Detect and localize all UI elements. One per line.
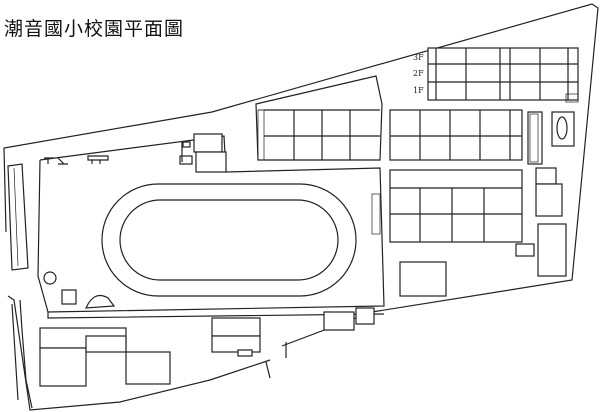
campus-boundary <box>3 3 599 411</box>
stairs <box>257 93 579 235</box>
floor-label-1f: 1F <box>413 86 424 95</box>
floor-label-3f: 3F <box>413 53 424 62</box>
sports-ground-area <box>37 135 385 319</box>
running-track <box>101 183 357 297</box>
classroom-building-center <box>255 75 383 161</box>
west-building <box>7 163 29 271</box>
sw-wall <box>11 299 33 409</box>
floor-label-2f: 2F <box>413 69 424 78</box>
classroom-building-east <box>389 109 523 161</box>
flag-and-facilities <box>43 133 227 309</box>
classroom-building-south <box>389 169 523 243</box>
north-building-3f-2f-1f <box>427 47 579 101</box>
map-title: 潮音國小校園平面圖 <box>4 18 185 40</box>
south-buildings <box>39 261 447 387</box>
east-annex <box>515 111 575 277</box>
